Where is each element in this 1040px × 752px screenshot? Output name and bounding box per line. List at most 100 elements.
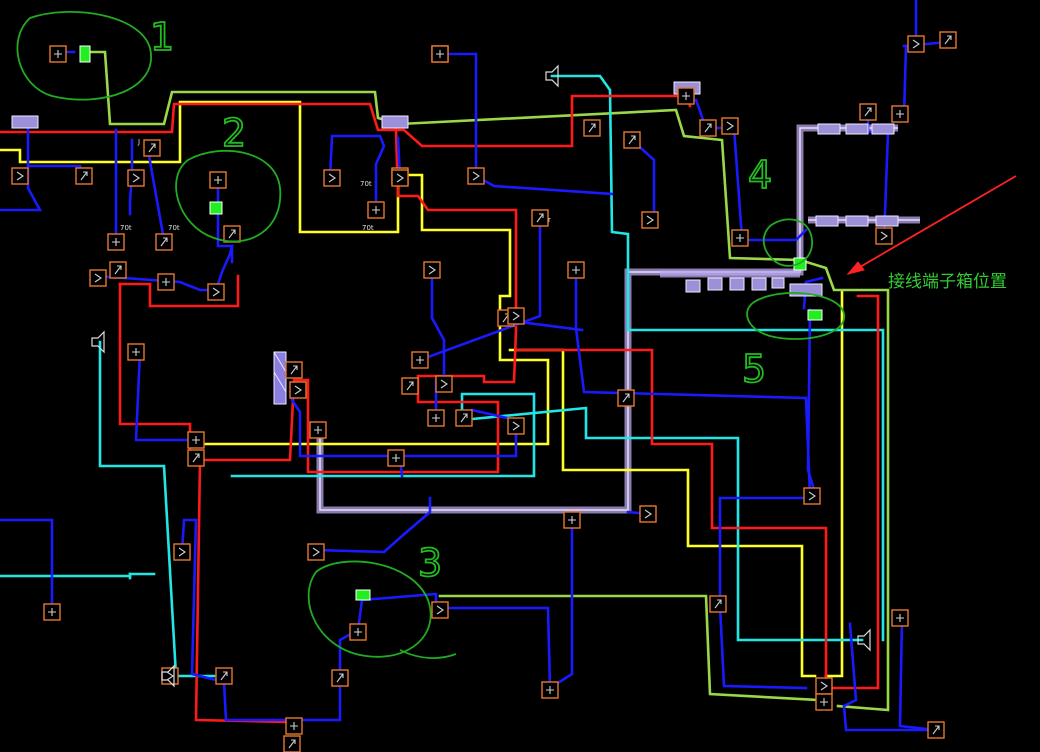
annotation-number-1: 1: [150, 15, 174, 59]
junction-box-icon: [109, 261, 127, 279]
red-wire-4: [194, 458, 292, 724]
junction-box-icon: [285, 717, 303, 735]
junction-box-icon: [75, 167, 93, 185]
cyan-wire-1: [550, 74, 885, 642]
junction-box-icon: [891, 609, 909, 627]
junction-box-icon: [323, 169, 341, 187]
annotation-ring-1: [16, 10, 152, 101]
junction-box-icon: [699, 119, 717, 137]
device-label-d: 70t: [362, 224, 374, 232]
device-label-f: J: [137, 138, 140, 146]
junction-box-icon: [431, 45, 449, 63]
junction-box-icon: [411, 351, 429, 369]
junction-box-icon: [155, 233, 173, 251]
speaker-icon: [161, 664, 175, 688]
cyan-wire-3: [98, 340, 216, 678]
junction-box-icon: [187, 449, 205, 467]
annotation-number-2: 2: [222, 111, 246, 155]
terminal-blocks: [11, 81, 899, 405]
junction-box-icon: [907, 35, 925, 53]
device-label-e: r: [548, 216, 551, 224]
junction-box-icon: [803, 487, 821, 505]
marker-3: [355, 589, 371, 601]
yellow-wire-1: [0, 100, 550, 446]
panel-block-left: [11, 115, 39, 129]
junction-box-icon: [283, 735, 301, 752]
junction-box-icon: [223, 225, 241, 243]
junction-box-icon: [815, 693, 833, 711]
junction-box-icon: [143, 139, 161, 157]
callout-arrow: [847, 175, 1017, 275]
annotation-number-3: 3: [418, 541, 442, 585]
junction-box-icon: [423, 261, 441, 279]
device-text-labels: 70t 70t 70t 70t r J: [120, 138, 551, 232]
speaker-icon: [857, 628, 871, 652]
junction-box-icon: [431, 601, 449, 619]
junction-box-icon: [677, 87, 695, 105]
junction-box-icon: [709, 595, 727, 613]
terminal-block-row-lower: [685, 277, 785, 293]
junction-box-icon: [563, 511, 581, 529]
panel-block-center: [381, 115, 409, 129]
junction-box-icon: [815, 677, 833, 695]
junction-box-icon: [455, 409, 473, 427]
junction-box-icon: [875, 227, 893, 245]
junction-box-icon: [173, 543, 191, 561]
junction-box-icon: [617, 389, 635, 407]
device-label-b: 70t: [168, 224, 180, 232]
marker-1: [79, 45, 91, 63]
blue-wire-8: [180, 518, 438, 722]
yellow-wire-3: [824, 290, 844, 678]
vertical-panel: [273, 351, 287, 405]
junction-box-icon: [215, 667, 233, 685]
device-boxes: [11, 31, 957, 752]
junction-box-icon: [427, 409, 445, 427]
blue-wire-6: [134, 350, 190, 442]
junction-box-icon: [11, 167, 29, 185]
red-wire-5: [514, 348, 828, 688]
terminal-block-row-top: [815, 123, 899, 227]
junction-box-icon: [583, 119, 601, 137]
junction-box-icon: [467, 167, 485, 185]
junction-box-icon: [349, 623, 367, 641]
junction-box-icon: [623, 131, 641, 149]
annotation-number-4: 4: [748, 153, 772, 197]
blue-wire-1: [0, 126, 43, 212]
red-wire-1: [0, 94, 692, 148]
junction-box-icon: [207, 283, 225, 301]
junction-box-icon: [127, 169, 145, 187]
junction-box-icon: [107, 233, 125, 251]
junction-box-icon: [157, 273, 175, 291]
junction-box-icon: [639, 505, 657, 523]
cyan-wire-5: [460, 406, 864, 642]
speaker-icon: [91, 330, 105, 354]
speaker-icon: [545, 64, 559, 88]
junction-box-icon: [531, 209, 549, 227]
junction-box-icon: [391, 169, 409, 187]
junction-box-icon: [891, 105, 909, 123]
annotation-ring-5: [746, 292, 845, 340]
yellow-wire-2: [508, 348, 817, 678]
annotation-ring-4: [762, 218, 813, 267]
junction-box-icon: [435, 375, 453, 393]
wires-yellow: [0, 100, 844, 678]
device-label-a: 70t: [120, 224, 132, 232]
junction-box-icon: [939, 31, 957, 49]
marker-5: [807, 309, 823, 321]
junction-box-icon: [127, 343, 145, 361]
junction-box-icon: [541, 681, 559, 699]
annotation-ring-3: [307, 560, 432, 658]
junction-box-icon: [285, 361, 303, 379]
junction-box-icon: [567, 261, 585, 279]
junction-box-icon: [89, 269, 107, 287]
junction-box-icon: [507, 307, 525, 325]
junction-box-icon: [401, 377, 419, 395]
junction-box-icon: [43, 603, 61, 621]
annotations: 1 2 3 4 5 接线端子箱位置: [16, 10, 1017, 659]
junction-box-icon: [367, 201, 385, 219]
junction-box-icon: [641, 211, 659, 229]
junction-box-icon: [187, 431, 205, 449]
junction-box-icon: [927, 721, 945, 739]
junction-box-icon: [721, 117, 739, 135]
